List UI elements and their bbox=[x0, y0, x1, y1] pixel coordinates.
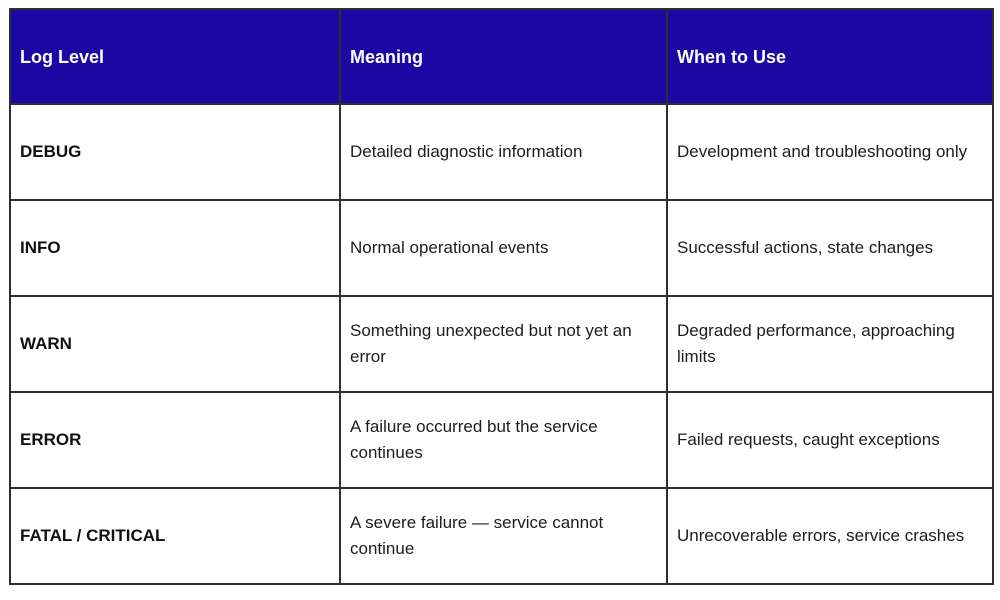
table-row: DEBUG Detailed diagnostic information De… bbox=[9, 103, 994, 201]
cell-when-to-use: Degraded performance, approaching limits bbox=[666, 295, 994, 393]
table-row: WARN Something unexpected but not yet an… bbox=[9, 295, 994, 393]
table-row: ERROR A failure occurred but the service… bbox=[9, 391, 994, 489]
column-header-when-to-use: When to Use bbox=[666, 8, 994, 105]
cell-when-to-use: Unrecoverable errors, service crashes bbox=[666, 487, 994, 585]
cell-meaning: A failure occurred but the service conti… bbox=[339, 391, 668, 489]
cell-when-to-use: Failed requests, caught exceptions bbox=[666, 391, 994, 489]
cell-level: INFO bbox=[9, 199, 341, 297]
table-body: DEBUG Detailed diagnostic information De… bbox=[9, 103, 994, 585]
column-header-log-level: Log Level bbox=[9, 8, 341, 105]
table-row: INFO Normal operational events Successfu… bbox=[9, 199, 994, 297]
table-row: FATAL / CRITICAL A severe failure — serv… bbox=[9, 487, 994, 585]
cell-level: FATAL / CRITICAL bbox=[9, 487, 341, 585]
cell-meaning: Detailed diagnostic information bbox=[339, 103, 668, 201]
cell-when-to-use: Development and troubleshooting only bbox=[666, 103, 994, 201]
cell-meaning: Something unexpected but not yet an erro… bbox=[339, 295, 668, 393]
cell-level: WARN bbox=[9, 295, 341, 393]
table-header: Log Level Meaning When to Use bbox=[9, 8, 994, 105]
cell-when-to-use: Successful actions, state changes bbox=[666, 199, 994, 297]
cell-meaning: Normal operational events bbox=[339, 199, 668, 297]
cell-level: DEBUG bbox=[9, 103, 341, 201]
column-header-meaning: Meaning bbox=[339, 8, 668, 105]
cell-level: ERROR bbox=[9, 391, 341, 489]
log-levels-table: Log Level Meaning When to Use DEBUG Deta… bbox=[9, 8, 994, 585]
header-row: Log Level Meaning When to Use bbox=[9, 8, 994, 105]
cell-meaning: A severe failure — service cannot contin… bbox=[339, 487, 668, 585]
